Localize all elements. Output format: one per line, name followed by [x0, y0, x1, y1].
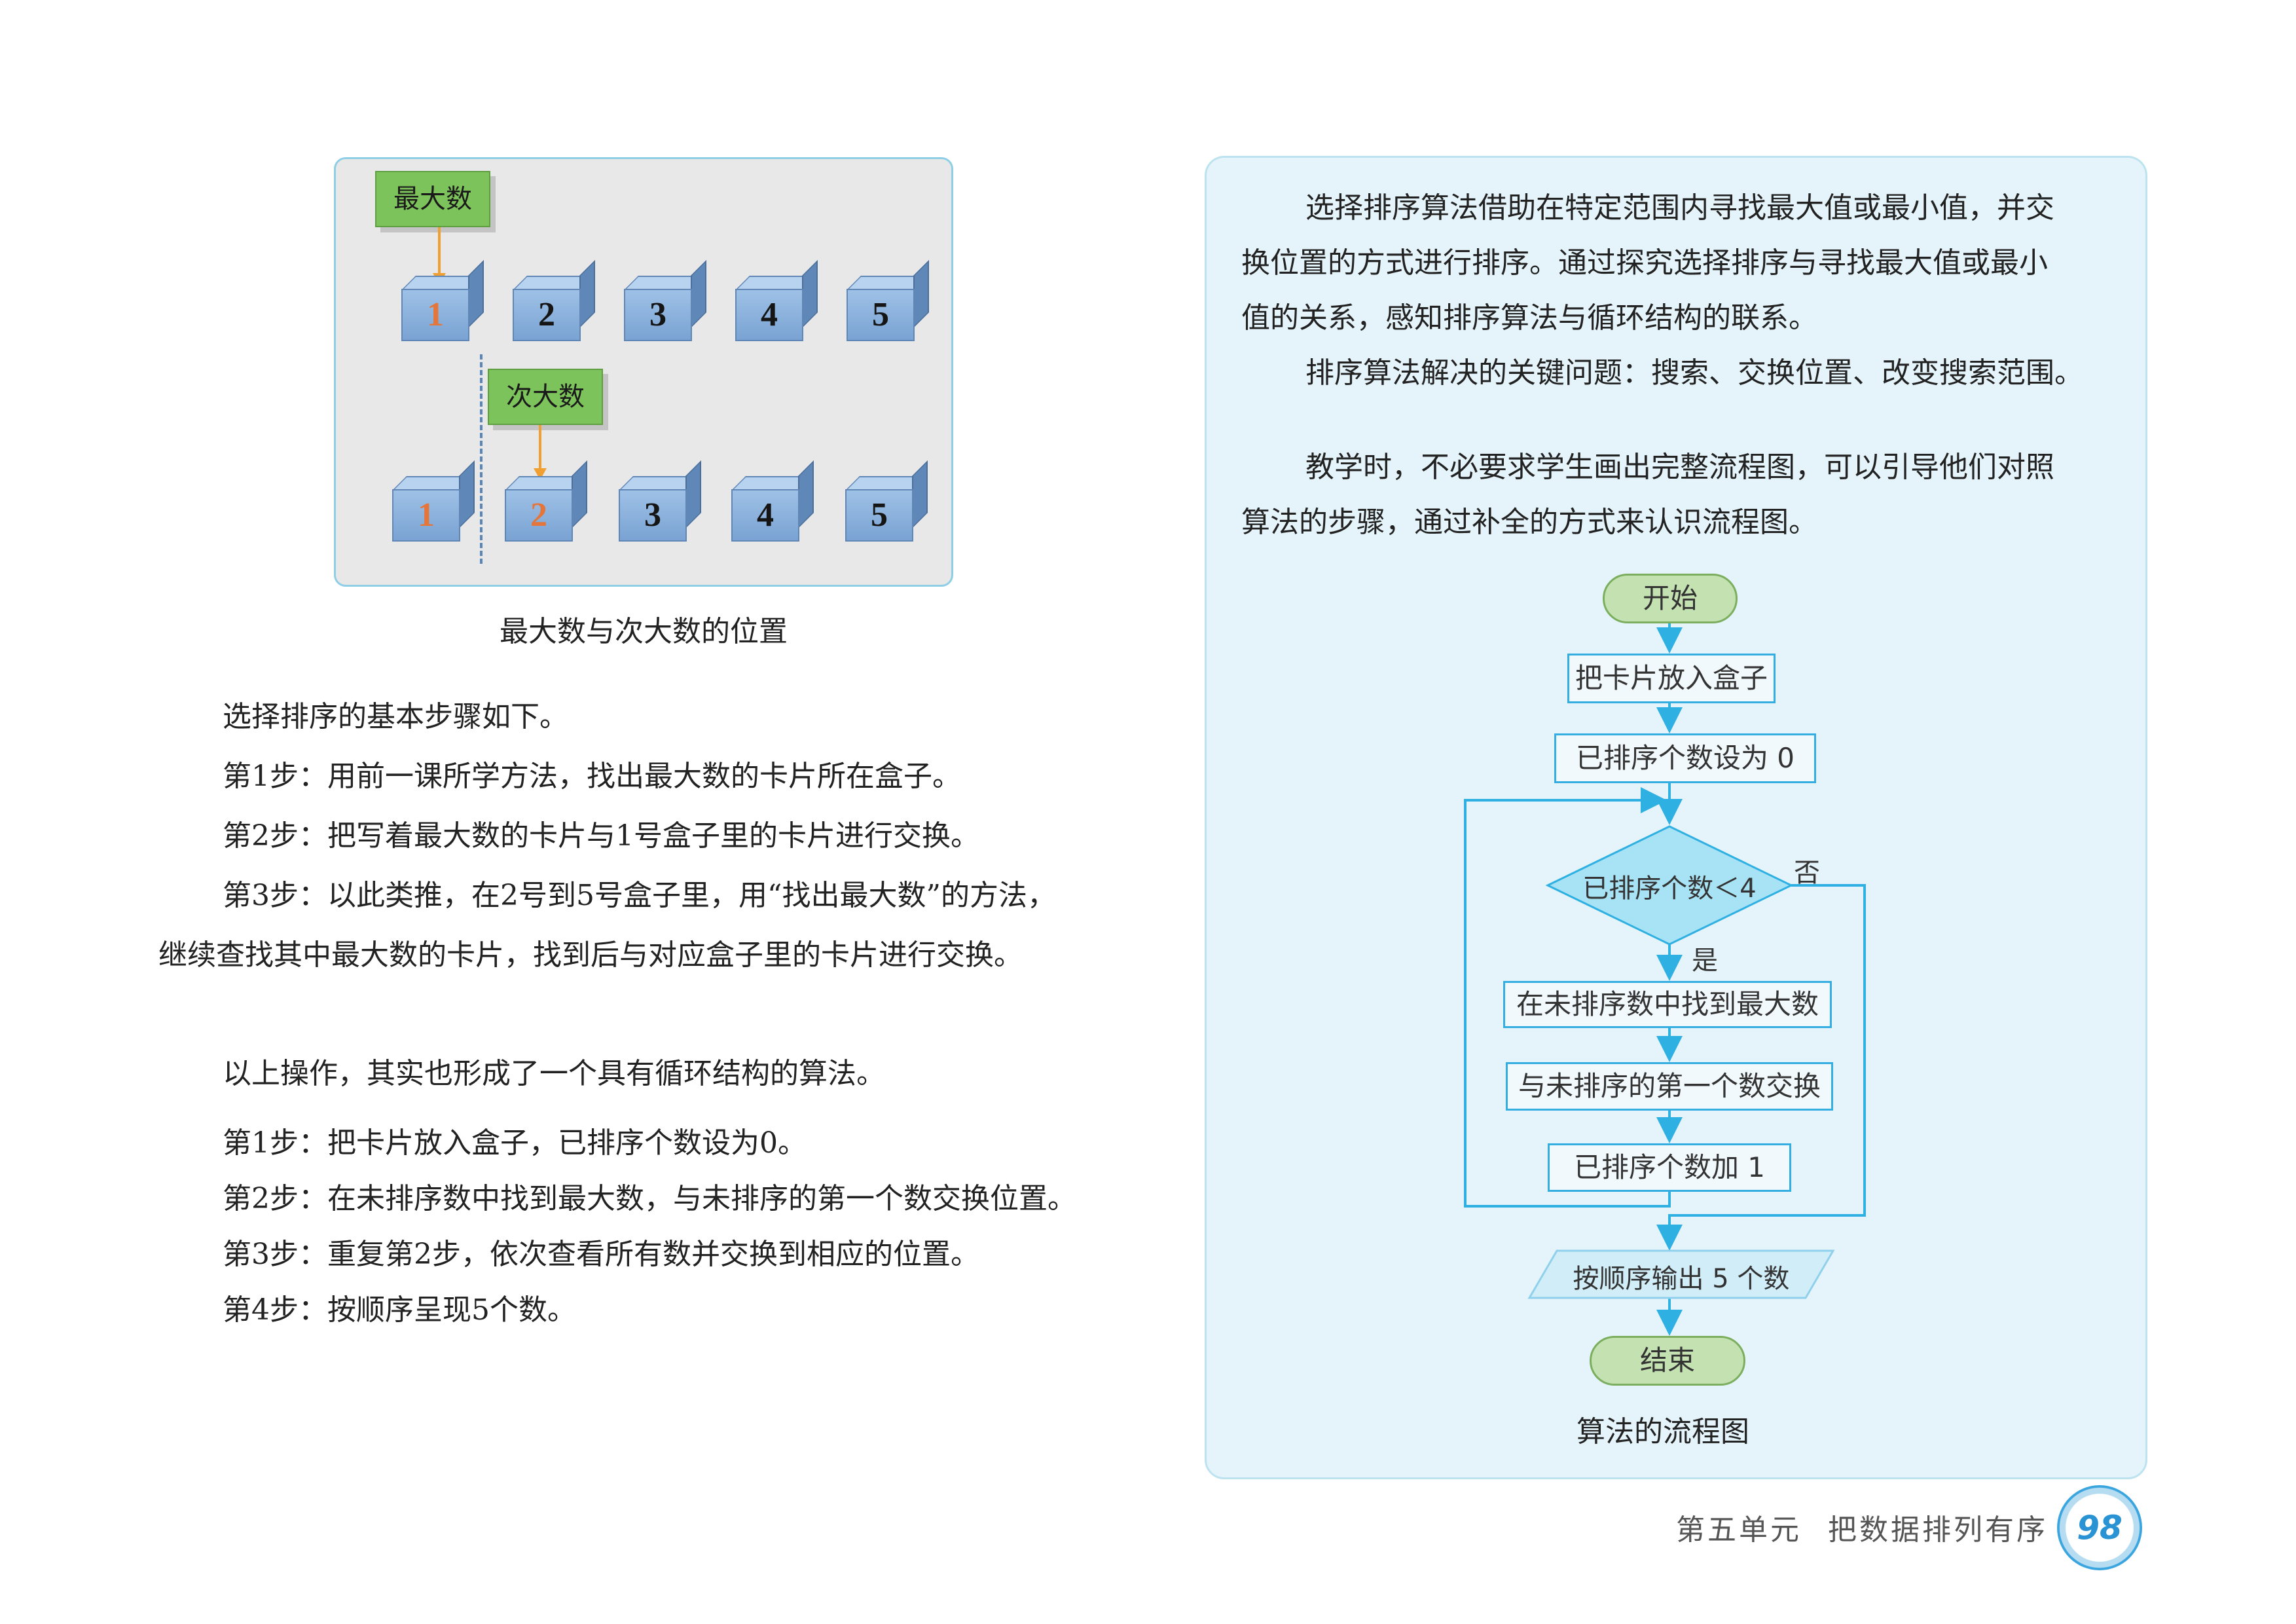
- second-max-tag: 次大数: [488, 369, 603, 425]
- paragraph-step3-cont: 继续查找其中最大数的卡片，找到后与对应盒子里的卡片进行交换。: [158, 938, 1023, 972]
- box-5-row1: 5: [847, 260, 929, 341]
- flowchart-no-label: 否: [1794, 858, 1820, 888]
- flowchart-output: 按顺序输出 5 个数: [1573, 1264, 1790, 1294]
- illustration-caption: 最大数与次大数的位置: [500, 615, 788, 648]
- paragraph-intro: 选择排序的基本步骤如下。: [223, 700, 568, 733]
- sorted-divider-line: [480, 354, 483, 564]
- max-number-tag: 最大数: [375, 171, 490, 227]
- flowchart-caption: 算法的流程图: [1576, 1415, 1749, 1449]
- note-line-2: 换位置的方式进行排序。通过探究选择排序与寻找最大值或最小: [1241, 246, 2048, 280]
- note-line-5: 教学时，不必要求学生画出完整流程图，可以引导他们对照: [1305, 451, 2054, 484]
- card-3: 3: [624, 289, 692, 341]
- note-line-3: 值的关系，感知排序算法与循环结构的联系。: [1241, 301, 1817, 335]
- flowchart-yes-label: 是: [1692, 946, 1718, 976]
- card-1-max: 1: [401, 289, 469, 341]
- algorithm-step3: 第3步：重复第2步，依次查看所有数并交换到相应的位置。: [223, 1238, 979, 1271]
- algorithm-step1: 第1步：把卡片放入盒子，已排序个数设为0。: [223, 1126, 807, 1160]
- paragraph-step1: 第1步：用前一课所学方法，找出最大数的卡片所在盒子。: [223, 760, 961, 793]
- card-5: 5: [847, 289, 915, 341]
- box-2-row1: 2: [513, 260, 595, 341]
- note-line-6: 算法的步骤，通过补全的方式来认识流程图。: [1241, 506, 1817, 539]
- paragraph-step2: 第2步：把写着最大数的卡片与1号盒子里的卡片进行交换。: [223, 819, 979, 853]
- paragraph-loop-intro: 以上操作，其实也形成了一个具有循环结构的算法。: [223, 1057, 885, 1090]
- note-line-1: 选择排序算法借助在特定范围内寻找最大值或最小值，并交: [1305, 191, 2054, 225]
- footer-unit: 第五单元: [1676, 1513, 1802, 1547]
- card-3: 3: [619, 489, 687, 542]
- page-number-badge: [2057, 1485, 2142, 1570]
- box-3-row2: 3: [619, 460, 701, 542]
- footer-chapter-title: 把数据排列有序: [1828, 1513, 2048, 1547]
- flowchart-put-cards: 把卡片放入盒子: [1567, 654, 1776, 703]
- flowchart-init-counter: 已排序个数设为 0: [1554, 733, 1816, 783]
- box-1-row1: 1: [401, 260, 484, 341]
- flowchart-condition: 已排序个数＜4: [1582, 874, 1757, 904]
- box-5-row2: 5: [845, 460, 928, 542]
- box-2-row2: 2: [505, 460, 587, 542]
- flowchart-find-max: 在未排序数中找到最大数: [1503, 981, 1832, 1028]
- box-4-row2: 4: [731, 460, 814, 542]
- flowchart-increment: 已排序个数加 1: [1548, 1143, 1791, 1192]
- box-4-row1: 4: [735, 260, 818, 341]
- card-2: 2: [513, 289, 581, 341]
- flowchart-start: 开始: [1603, 574, 1738, 623]
- algorithm-step2: 第2步：在未排序数中找到最大数，与未排序的第一个数交换位置。: [223, 1182, 1076, 1215]
- card-5: 5: [845, 489, 913, 542]
- card-4: 4: [735, 289, 803, 341]
- footer-unit-title: 第五单元把数据排列有序: [1676, 1506, 2048, 1548]
- card-1-sorted: 1: [392, 489, 460, 542]
- page-number: 98: [2077, 1509, 2123, 1547]
- flowchart-end: 结束: [1590, 1336, 1745, 1386]
- card-2-second-max: 2: [505, 489, 573, 542]
- card-4: 4: [731, 489, 799, 542]
- box-1-row2: 1: [392, 460, 475, 542]
- algorithm-step4: 第4步：按顺序呈现5个数。: [223, 1293, 576, 1327]
- flowchart-swap: 与未排序的第一个数交换: [1506, 1062, 1833, 1111]
- box-3-row1: 3: [624, 260, 706, 341]
- selection-sort-illustration: 最大数 1 2 3 4 5 次大数 1 2 3 4 5: [334, 157, 953, 587]
- paragraph-step3: 第3步：以此类推，在2号到5号盒子里，用“找出最大数”的方法，: [223, 879, 1056, 912]
- note-line-4: 排序算法解决的关键问题：搜索、交换位置、改变搜索范围。: [1305, 356, 2083, 390]
